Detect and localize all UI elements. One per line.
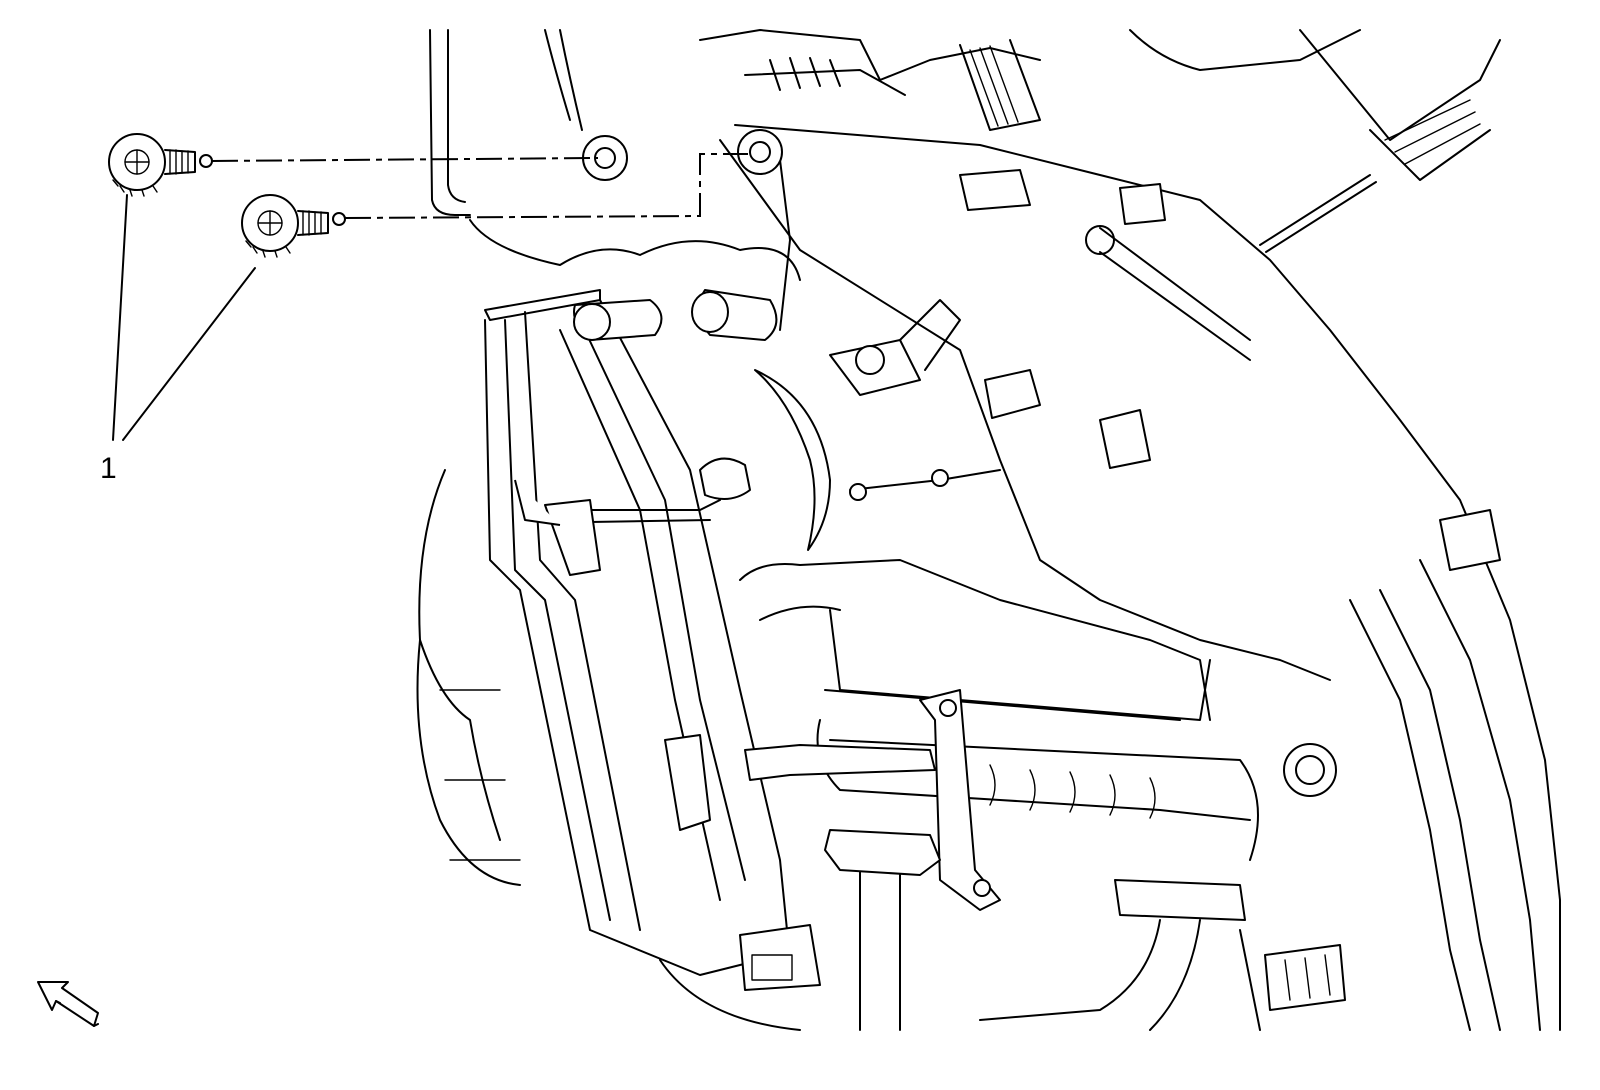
screw-upper	[108, 133, 213, 197]
direction-arrow-icon	[37, 981, 99, 1027]
leader-line-lower	[122, 267, 256, 441]
callout-1: 1	[100, 194, 256, 485]
install-line-upper	[211, 157, 599, 162]
callout-label-1: 1	[100, 452, 117, 485]
internal-components	[514, 129, 1501, 1011]
screw-lower	[241, 194, 346, 258]
screw-icon	[108, 133, 346, 258]
hvac-housing	[416, 29, 1561, 1031]
install-line-lower	[344, 153, 748, 219]
leader-line-upper	[112, 194, 128, 441]
installation-path-lines	[211, 153, 748, 219]
